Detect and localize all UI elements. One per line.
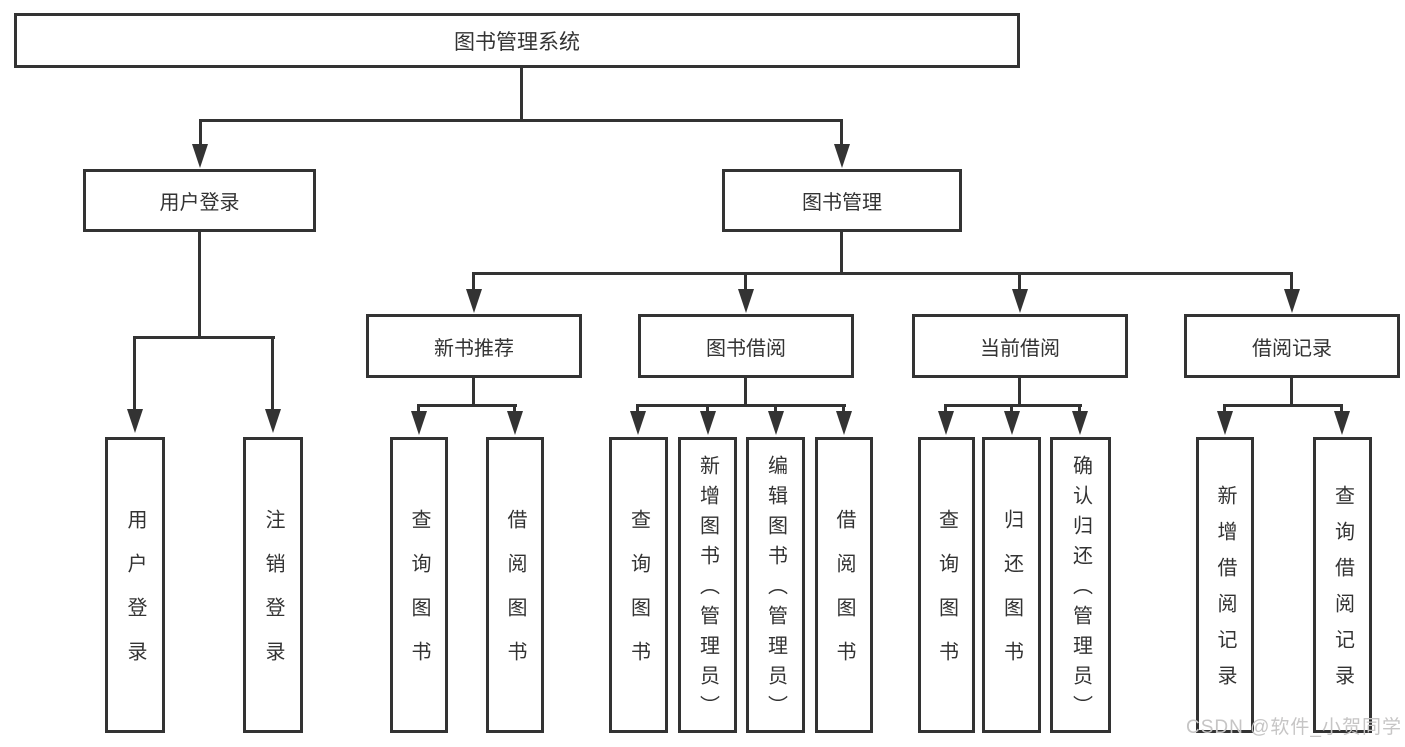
connector-user-login-stem (198, 230, 201, 339)
connector-book-mgmt-stem (840, 230, 843, 275)
leaf-user-login: 用户登录 (105, 437, 165, 733)
arrow-down-icon (127, 409, 143, 433)
connector-rail (417, 404, 517, 407)
csdn-watermark: CSDN @软件_小贺同学 (1186, 717, 1402, 738)
connector-book-mgmt-rail (473, 272, 1293, 275)
arrow-down-icon (1004, 411, 1020, 435)
leaf-edit-books-admin: 编辑图书（管理员） (746, 437, 805, 733)
arrow-down-icon (1217, 411, 1233, 435)
leaf-label: 用户登录 (124, 509, 146, 685)
arrow-down-icon (466, 289, 482, 313)
leaf-add-borrow-record: 新增借阅记录 (1196, 437, 1254, 733)
connector-user-login-rail (134, 336, 275, 339)
connector-stub (1010, 404, 1013, 413)
leaf-confirm-return-admin: 确认归还（管理员） (1050, 437, 1111, 733)
connector-stub (1018, 272, 1021, 291)
connector-stub (706, 404, 709, 413)
arrow-down-icon (938, 411, 954, 435)
leaf-label: 借阅图书 (504, 509, 526, 685)
leaf-label: 注销登录 (262, 509, 284, 685)
connector-stub (944, 404, 947, 413)
connector-root-rail (199, 119, 843, 122)
arrow-down-icon (1072, 411, 1088, 435)
leaf-borrow-books-recommend: 借阅图书 (486, 437, 544, 733)
arrow-down-icon (738, 289, 754, 313)
arrow-down-icon (507, 411, 523, 435)
leaf-query-borrow-record: 查询借阅记录 (1313, 437, 1372, 733)
connector-stub (417, 404, 420, 413)
connector-stub (842, 404, 845, 413)
arrow-down-icon (192, 144, 208, 168)
leaf-query-books-borrowing: 查询图书 (609, 437, 668, 733)
connector-stub (774, 404, 777, 413)
connector-stub (636, 404, 639, 413)
arrow-down-icon (1334, 411, 1350, 435)
connector-root-stem (520, 66, 523, 122)
connector-rail (1223, 404, 1343, 407)
connector-stub (1078, 404, 1081, 413)
connector-stub (472, 272, 475, 291)
leaf-label: 借阅图书 (833, 509, 855, 685)
node-borrowing-records: 借阅记录 (1184, 314, 1400, 378)
arrow-down-icon (265, 409, 281, 433)
connector-stub (1340, 404, 1343, 413)
arrow-down-icon (834, 144, 850, 168)
leaf-label: 归还图书 (1000, 509, 1023, 685)
leaf-borrow-books-borrowing: 借阅图书 (815, 437, 873, 733)
connector-rail (944, 404, 1082, 407)
connector-stem (1290, 376, 1293, 407)
leaf-return-books: 归还图书 (982, 437, 1041, 733)
leaf-label: 新增借阅记录 (1214, 485, 1236, 701)
connector-stub (1290, 272, 1293, 291)
leaf-logout: 注销登录 (243, 437, 303, 733)
node-user-login: 用户登录 (83, 169, 316, 232)
leaf-query-books-recommend: 查询图书 (390, 437, 448, 733)
leaf-label: 查询借阅记录 (1331, 485, 1354, 701)
leaf-query-books-current: 查询图书 (918, 437, 975, 733)
node-new-book-recommend: 新书推荐 (366, 314, 582, 378)
connector-stub (840, 119, 843, 146)
leaf-label: 确认归还（管理员） (1069, 455, 1092, 725)
arrow-down-icon (1284, 289, 1300, 313)
connector-stub (1223, 404, 1226, 413)
arrow-down-icon (1012, 289, 1028, 313)
arrow-down-icon (836, 411, 852, 435)
node-book-borrowing: 图书借阅 (638, 314, 854, 378)
leaf-add-books-admin: 新增图书（管理员） (678, 437, 737, 733)
leaf-label: 查询图书 (935, 509, 958, 685)
arrow-down-icon (630, 411, 646, 435)
node-library-system: 图书管理系统 (14, 13, 1020, 68)
connector-stem (472, 376, 475, 407)
connector-rail (636, 404, 846, 407)
connector-stub (513, 404, 516, 413)
connector-stub (271, 336, 274, 410)
node-current-borrowing: 当前借阅 (912, 314, 1128, 378)
leaf-label: 编辑图书（管理员） (764, 455, 787, 725)
arrow-down-icon (768, 411, 784, 435)
connector-stub (199, 119, 202, 146)
arrow-down-icon (411, 411, 427, 435)
leaf-label: 新增图书（管理员） (696, 455, 719, 725)
connector-stub (744, 272, 747, 291)
leaf-label: 查询图书 (627, 509, 650, 685)
connector-stem (1018, 376, 1021, 407)
leaf-label: 查询图书 (408, 509, 430, 685)
arrow-down-icon (700, 411, 716, 435)
connector-stem (744, 376, 747, 407)
node-book-management: 图书管理 (722, 169, 962, 232)
connector-stub (133, 336, 136, 410)
